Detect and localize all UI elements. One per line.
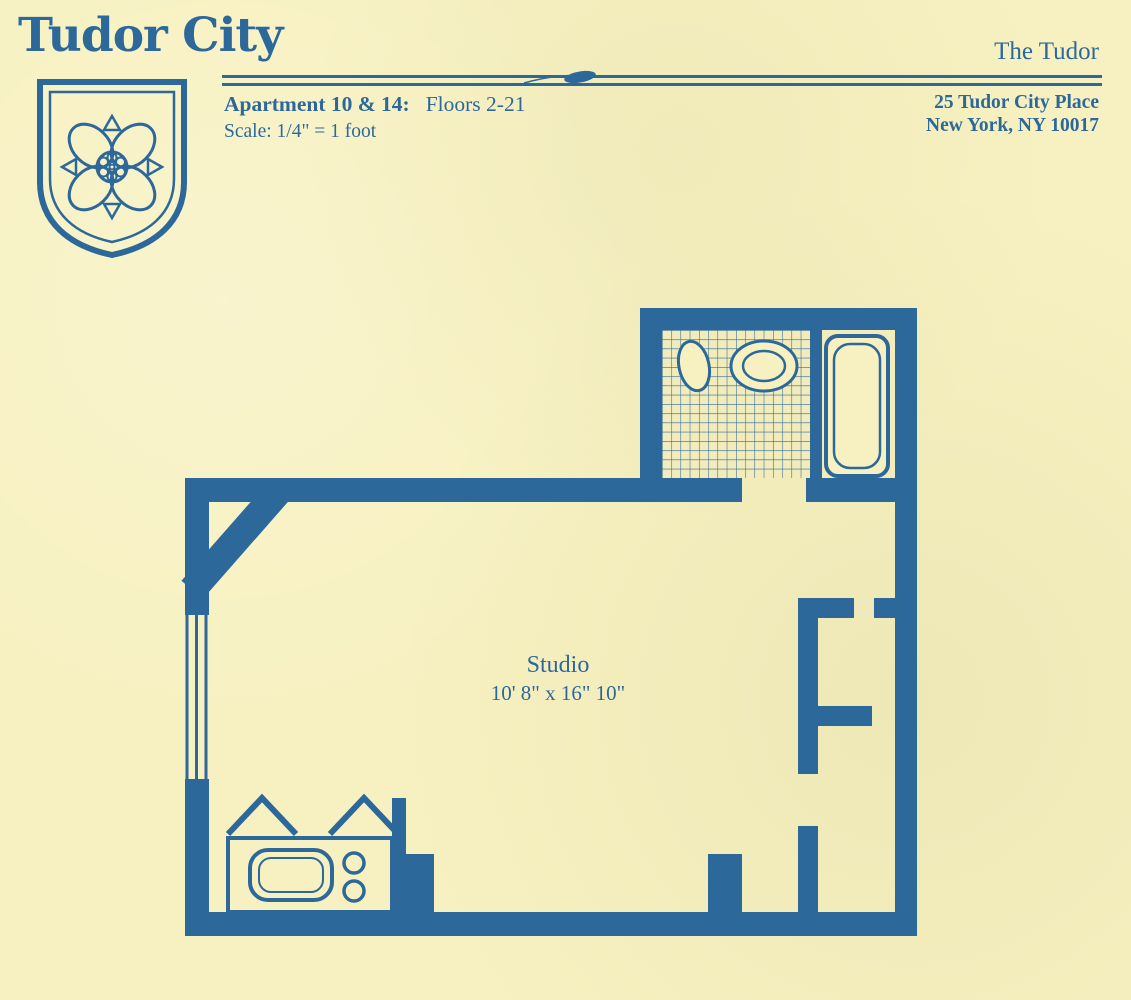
address-line-1: 25 Tudor City Place xyxy=(934,92,1099,113)
brand-wordmark: Tudor City xyxy=(18,8,283,63)
bathroom-sink-icon xyxy=(729,339,799,393)
kitchen-sink-icon xyxy=(248,848,334,902)
kitchen xyxy=(225,793,401,914)
window-symbol xyxy=(183,612,211,782)
divider-line xyxy=(222,83,1102,86)
floors-label: Floors 2-21 xyxy=(425,92,526,116)
walls xyxy=(181,308,917,936)
address-line-2: New York, NY 10017 xyxy=(926,115,1099,136)
divider-line xyxy=(222,75,1102,78)
room-dimensions: 10' 8" x 16" 10" xyxy=(491,681,626,705)
apartment-label: Apartment 10 & 14: xyxy=(224,92,410,116)
tudor-rose-shield-logo xyxy=(37,79,187,259)
header-divider xyxy=(222,70,1102,87)
bathtub-icon xyxy=(824,334,890,478)
tudor-rose xyxy=(59,113,165,221)
burner-icons xyxy=(342,851,366,903)
scale-label: Scale: 1/4" = 1 foot xyxy=(224,121,377,142)
bathroom xyxy=(676,334,890,478)
cabinet-chevron-symbols xyxy=(225,793,401,837)
building-name: The Tudor xyxy=(994,38,1099,65)
apartment-info: Apartment 10 & 14: Floors 2-21 xyxy=(224,92,525,117)
building-address: 25 Tudor City Place New York, NY 10017 xyxy=(926,91,1099,137)
leaf-ornament-icon xyxy=(523,70,609,84)
room-label: Studio xyxy=(527,652,590,678)
toilet-icon xyxy=(676,339,712,393)
